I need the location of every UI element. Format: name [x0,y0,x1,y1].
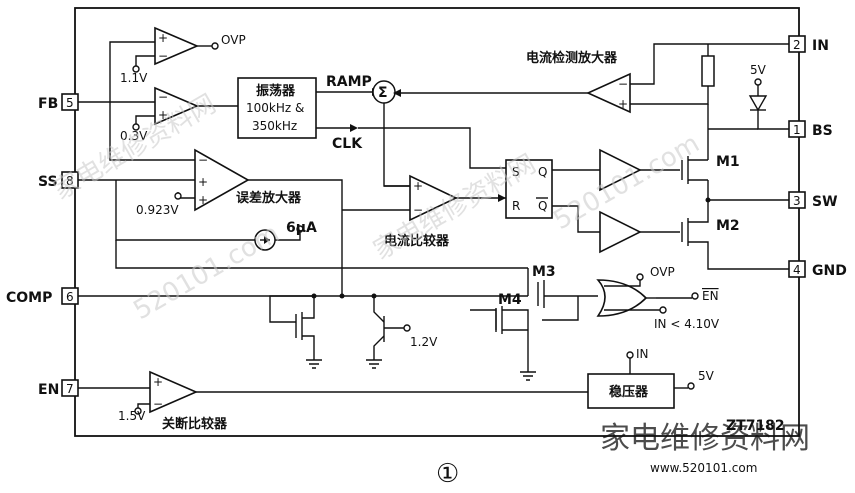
regulator-block [587,373,675,409]
svg-text:−: − [618,77,628,91]
clk-label: CLK [332,136,363,152]
pin-ss-label: SS [38,174,58,190]
svg-text:+: + [158,108,168,122]
pin-bs-number: 1 [793,123,801,137]
oscillator-block [237,77,317,139]
pin-fb: 5 FB [38,93,79,112]
pin-bs: 1 BS [788,120,833,139]
oscillator-freq-1: 100kHz & [246,101,304,115]
pin-sw-label: SW [812,194,838,210]
m3-label: M3 [532,264,556,280]
m1-label: M1 [716,154,740,170]
pin-in: 2 IN [788,35,829,54]
watermark-url-1: 520101.com [129,219,285,327]
comp-clamp-transistor [269,295,322,369]
watermark-url-2: 520101.com [549,129,705,237]
ref-1-2v: 1.2V [410,335,438,349]
latch-s: S [512,165,520,179]
current-source-label: 6μA [286,220,317,236]
summing-symbol: Σ [378,85,388,101]
svg-text:−: − [198,153,208,167]
undervoltage-comparator [154,86,200,126]
figure-number: ① [436,459,459,489]
svg-text:−: − [153,397,163,411]
pin-comp: 6 COMP [6,287,79,306]
pin-ss: 8 SS [38,171,79,190]
mosfet-m3 [527,268,598,308]
svg-text:+: + [198,193,208,207]
current-sense-amp-label: 电流检测放大器 [526,50,618,66]
latch-qbar: Q [538,199,547,213]
low-side-driver [599,210,642,254]
regulator-5v-label: 5V [698,369,715,383]
pin-en: 7 EN [38,379,79,398]
pin-en-number: 7 [66,382,74,396]
ramp-label: RAMP [326,74,372,90]
svg-text:+: + [158,31,168,45]
latch-r: R [512,199,520,213]
or-ovp-label: OVP [650,265,675,279]
regulator-in-label: IN [636,347,649,361]
en-bar-label: EN [702,289,719,303]
oscillator-title: 振荡器 [256,83,296,99]
pin-gnd: 4 GND [788,260,847,279]
pin-comp-label: COMP [6,290,52,306]
pin-ss-number: 8 [66,174,74,188]
pin-in-label: IN [812,38,829,54]
high-side-driver [599,148,642,192]
error-amp-label: 误差放大器 [236,190,302,206]
current-comp-label: 电流比较器 [384,233,450,249]
watermark-domain: www.520101.com [650,461,757,475]
pin-sw-number: 3 [793,194,801,208]
bjt-1-2v [366,296,411,369]
svg-text:−: − [158,90,168,104]
in-threshold-label: IN < 4.10V [654,317,720,331]
svg-text:+: + [413,179,423,193]
ref-1-5v: 1.5V [118,409,146,423]
pin-sw: 3 SW [788,191,838,210]
pin-comp-number: 6 [66,290,74,304]
chip-outline [74,7,800,437]
m2-label: M2 [716,218,740,234]
pin-bs-label: BS [812,123,833,139]
mosfet-m2 [681,200,789,270]
bootstrap-diode [748,95,768,112]
ovp-label: OVP [221,33,246,47]
pin-gnd-number: 4 [793,263,801,277]
svg-text:+: + [153,375,163,389]
ref-0-923v: 0.923V [136,203,179,217]
ref-0-3v: 0.3V [120,129,148,143]
rs-latch [505,159,553,219]
or-gate [596,279,648,317]
pin-in-number: 2 [793,38,801,52]
oscillator-freq-2: 350kHz [252,119,297,133]
svg-text:+: + [618,97,628,111]
svg-text:+: + [198,175,208,189]
pin-en-label: EN [38,382,59,398]
pin-gnd-label: GND [812,263,847,279]
m4-label: M4 [498,292,522,308]
sense-resistor [701,55,715,87]
regulator-label: 稳压器 [609,384,649,400]
svg-text:−: − [158,49,168,63]
watermark-brand-logo: 家电维修资料网 [600,421,810,456]
current-sense-amplifier [586,72,631,114]
wire-fb-ovp [78,41,155,103]
shutdown-comp-label: 关断比较器 [162,416,228,432]
latch-q: Q [538,165,547,179]
svg-text:−: − [413,203,423,217]
chip-name: ZT7182 [726,418,785,434]
ref-1-1v: 1.1V [120,71,148,85]
mosfet-m1 [681,156,709,200]
pin-fb-number: 5 [66,96,74,110]
bs-5v-label: 5V [750,63,767,77]
mosfet-m4 [470,306,529,346]
pin-fb-label: FB [38,96,58,112]
current-comparator [409,174,458,222]
ovp-comparator [154,26,200,66]
shutdown-comparator [149,370,199,414]
